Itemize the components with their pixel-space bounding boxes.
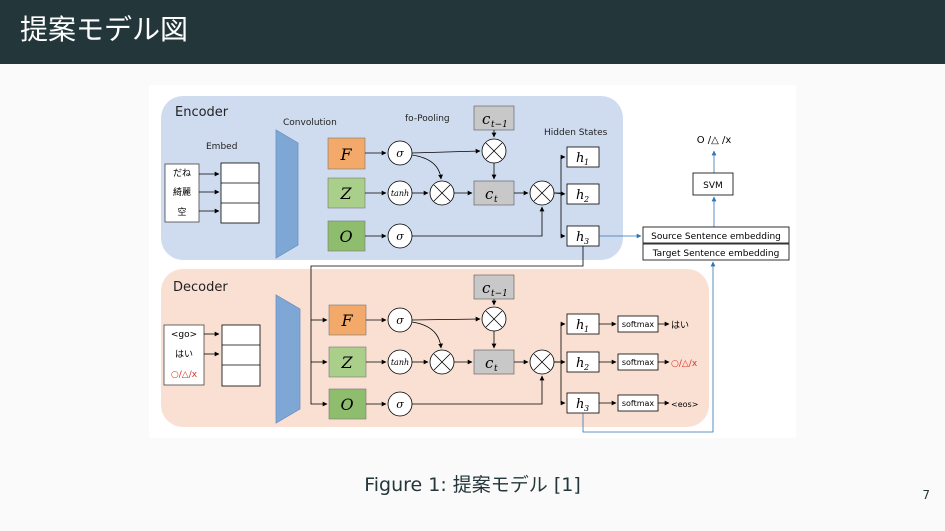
dec-cell-sub: t: [494, 364, 498, 374]
figure-caption: Figure 1: 提案モデル [1]: [364, 474, 581, 496]
dec-h1-label: h: [576, 318, 584, 333]
svm-box: [692, 172, 734, 196]
enc-convolution: [275, 129, 299, 259]
dec-h3-sub: 3: [584, 404, 589, 413]
classifier-output: O /△ /x: [697, 135, 732, 146]
enc-cell-prev-sub: t−1: [491, 120, 508, 130]
enc-h3-sub: 3: [584, 237, 589, 246]
dec-cell-prev-c: c: [482, 279, 491, 297]
slide-title: 提案モデル図: [20, 13, 189, 46]
dec-output-1: はい: [671, 320, 689, 331]
decoder-label: Decoder: [173, 280, 228, 295]
dec-h2-sub: 2: [583, 363, 589, 372]
svm-label: SVM: [703, 181, 723, 191]
enc-cell-sub: t: [494, 195, 498, 205]
enc-multiply-o: [529, 180, 555, 206]
enc-hidden-2: [566, 183, 600, 205]
dec-embed-table: [221, 324, 261, 387]
enc-cell-prev-c: c: [482, 110, 491, 128]
convolution-label: Convolution: [283, 118, 337, 128]
enc-word-box: [164, 163, 200, 223]
dec-act-1-label: σ: [396, 314, 404, 327]
enc-h2-label: h: [576, 188, 584, 203]
dec-multiply-o: [529, 349, 555, 375]
dec-act-3-label: σ: [396, 398, 404, 411]
enc-h1-label: h: [576, 151, 584, 166]
dec-word-2: はい: [175, 349, 193, 360]
dec-convolution: [275, 294, 301, 424]
enc-h1-sub: 1: [584, 158, 589, 167]
target-embedding-box: [642, 243, 790, 261]
dec-gate-z-label: Z: [340, 353, 353, 372]
dec-gate-f-label: F: [340, 311, 353, 330]
hidden-states-label: Hidden States: [544, 128, 608, 138]
dec-softmax-2-label: softmax: [622, 358, 655, 367]
enc-word-2: 綺麗: [173, 186, 191, 198]
enc-act-2-label: tanh: [391, 189, 409, 198]
enc-h2-sub: 2: [583, 195, 589, 204]
enc-cell-c: c: [485, 185, 494, 203]
dec-act-2-label: tanh: [391, 358, 409, 367]
dec-cell-prev-sub: t−1: [491, 289, 508, 299]
dec-multiply-fz: [429, 349, 455, 375]
dec-word-1: <go>: [171, 330, 197, 340]
enc-hidden-1: [566, 146, 600, 168]
title-bar: 提案モデル図: [0, 0, 945, 64]
enc-act-3-label: σ: [396, 230, 404, 243]
enc-cell: [473, 180, 515, 206]
dec-softmax-1-label: softmax: [622, 320, 655, 329]
enc-word-3: 空: [177, 206, 186, 218]
dec-multiply-top: [481, 306, 507, 332]
dec-gate-f: [328, 304, 367, 336]
enc-multiply-top: [481, 138, 507, 164]
embed-label: Embed: [206, 142, 237, 152]
dec-output-3: <eos>: [671, 400, 698, 409]
target-embedding-label: Target Sentence embedding: [652, 249, 780, 259]
dec-gate-o: [328, 388, 367, 420]
dec-h3-label: h: [576, 397, 584, 412]
dec-word-3: ○/△/x: [171, 370, 198, 380]
dec-word-box: [163, 324, 205, 386]
dec-softmax-3-label: softmax: [622, 399, 655, 408]
dec-h2-label: h: [576, 356, 584, 371]
enc-embed-table: [220, 162, 260, 224]
source-embedding-box: [642, 226, 790, 244]
enc-act-1-label: σ: [396, 147, 404, 160]
enc-word-1: だね: [173, 168, 191, 179]
dec-output-2: ○/△/x: [671, 359, 698, 369]
dec-cell-c: c: [485, 354, 494, 372]
enc-h3-label: h: [576, 230, 584, 245]
source-embedding-label: Source Sentence embedding: [651, 232, 781, 242]
model-diagram: Encoder Embed Convolution fo-Pooling Hid…: [149, 85, 796, 438]
enc-cell-prev: [473, 105, 515, 131]
dec-cell-prev: [473, 274, 515, 300]
page-number: 7: [922, 488, 930, 502]
enc-gate-z-label: Z: [339, 184, 352, 203]
diagram-svg: Encoder Embed Convolution fo-Pooling Hid…: [161, 96, 790, 433]
enc-gate-f-label: F: [339, 145, 352, 164]
fo-pooling-label: fo-Pooling: [405, 114, 450, 124]
enc-gate-z: [327, 177, 366, 209]
enc-gate-o-label: O: [339, 227, 352, 246]
enc-gate-f: [327, 137, 366, 170]
dec-h1-sub: 1: [584, 325, 589, 334]
enc-multiply-fz: [429, 180, 455, 206]
encoder-label: Encoder: [175, 105, 229, 120]
dec-gate-o-label: O: [340, 395, 353, 414]
